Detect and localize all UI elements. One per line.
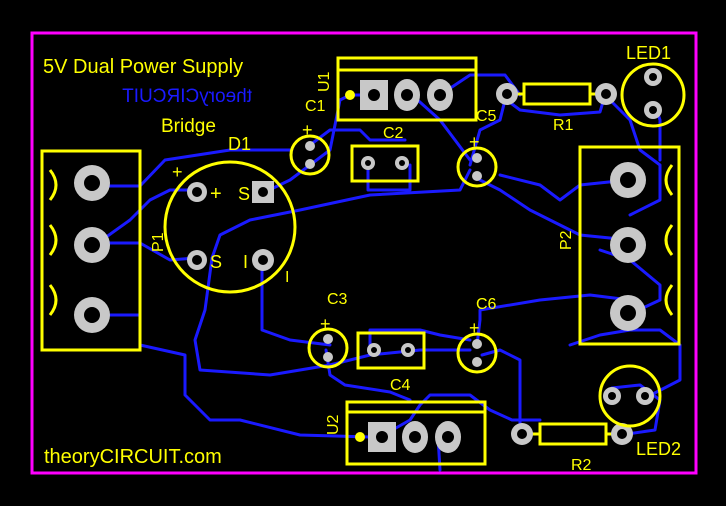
resistor-r1: R1 <box>496 82 617 134</box>
capacitor-c6: + C6 <box>456 296 498 374</box>
label-c2: C2 <box>383 125 404 142</box>
label-u1: U1 <box>316 71 333 92</box>
label-p1: P1 <box>150 232 167 252</box>
led1: LED1 <box>620 43 686 128</box>
label-r2: R2 <box>571 457 592 474</box>
footer-url: theoryCIRCUIT.com <box>44 446 222 468</box>
led2: LED2 <box>598 364 681 459</box>
regulator-u2: U2 <box>325 400 487 466</box>
label-c5: C5 <box>476 108 497 125</box>
bridge-rectifier-d1: D1 + + S S I I <box>163 134 297 294</box>
bridge-plus-outer: + <box>172 162 183 182</box>
label-c1: C1 <box>305 98 326 115</box>
c6-plus: + <box>469 318 480 338</box>
label-u2: U2 <box>325 414 342 435</box>
connector-p2: P2 <box>558 145 681 346</box>
capacitor-c2: C2 <box>350 125 420 183</box>
label-c4: C4 <box>390 377 411 394</box>
capacitor-c5: + C5 <box>456 108 498 188</box>
label-p2: P2 <box>558 230 575 250</box>
c1-plus: + <box>302 120 313 140</box>
c3-plus: + <box>320 314 331 334</box>
capacitor-c1: + C1 <box>289 98 331 176</box>
bridge-plus-mark: + <box>210 183 222 205</box>
bridge-minus-mark: I <box>243 252 248 272</box>
board-title: 5V Dual Power Supply <box>43 56 243 78</box>
label-c6: C6 <box>476 296 497 313</box>
label-r1: R1 <box>553 117 574 134</box>
bridge-minus-outer: I <box>285 269 289 286</box>
label-c3: C3 <box>327 291 348 308</box>
bridge-label: Bridge <box>161 116 216 137</box>
label-d1: D1 <box>228 134 251 154</box>
capacitor-c3: + C3 <box>307 291 349 369</box>
bridge-ac-mark-1: S <box>238 184 250 204</box>
label-led2: LED2 <box>636 439 681 459</box>
capacitor-c4: C4 <box>356 331 426 394</box>
c5-plus: + <box>469 132 480 152</box>
board-outline <box>30 31 698 475</box>
bridge-ac-mark-2: S <box>210 252 222 272</box>
label-led1: LED1 <box>626 43 671 63</box>
regulator-u1: U1 <box>316 56 478 122</box>
brand-mirrored: theoryCIRCUIT <box>122 86 252 107</box>
connector-p1: P1 <box>40 149 167 352</box>
resistor-r2: R2 <box>511 422 633 474</box>
